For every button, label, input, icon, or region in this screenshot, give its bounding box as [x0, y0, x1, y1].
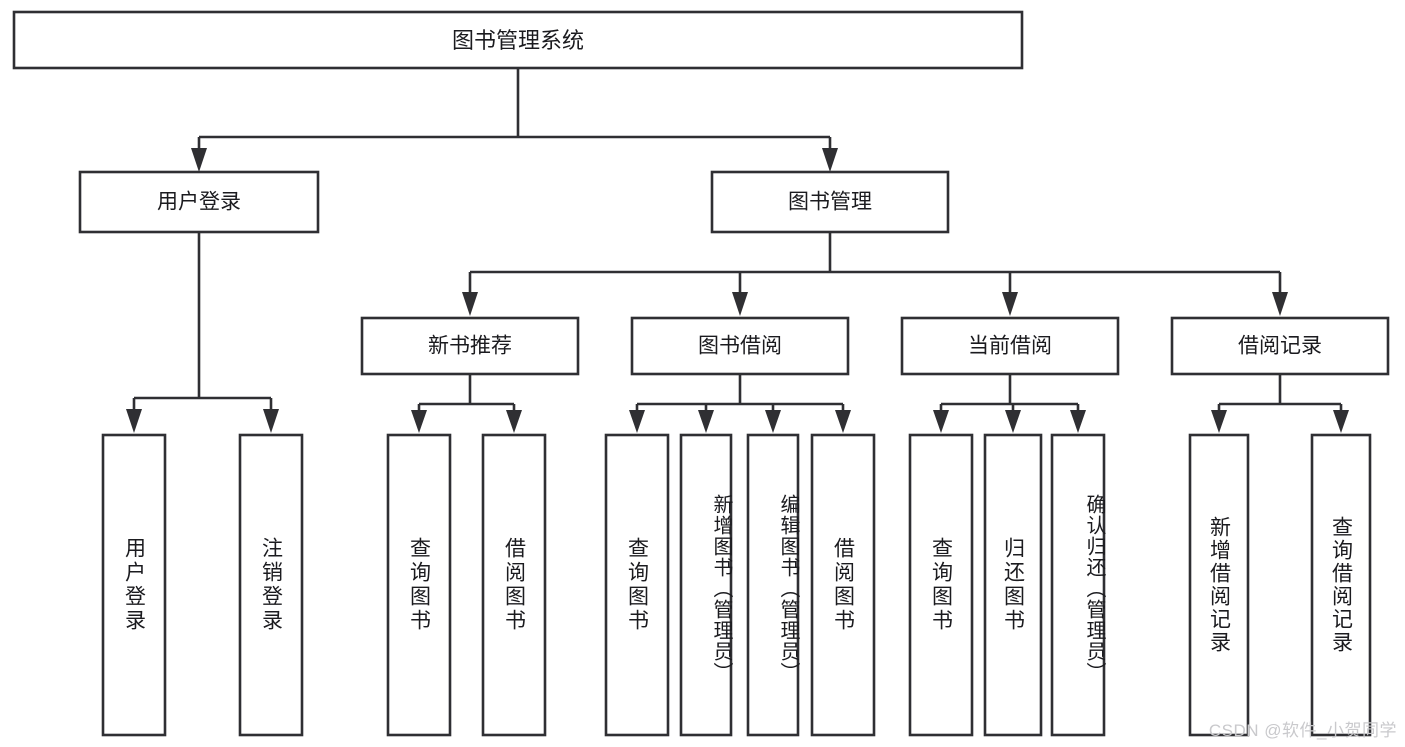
- csdn-watermark: CSDN @软件_小贺同学: [1208, 721, 1397, 740]
- arrow-leaf-borrow-book-1: [506, 410, 522, 433]
- leaf-box-confirm-return[interactable]: [1050, 433, 1106, 737]
- node-root-label: 图书管理系统: [452, 28, 584, 53]
- node-box-group: 图书管理系统 用户登录 图书管理 新书推荐 图书借阅 当前借阅 借阅记录: [12, 10, 1390, 376]
- arrow-leaf-edit-book: [765, 410, 781, 433]
- arrow-leaf-user-login: [126, 409, 142, 433]
- node-new-book-rec-label: 新书推荐: [428, 335, 512, 358]
- leaf-box-logout[interactable]: [238, 433, 304, 737]
- leaf-box-add-record[interactable]: [1188, 433, 1250, 737]
- arrow-leaf-return-book: [1005, 410, 1021, 433]
- leaf-box-add-book[interactable]: [679, 433, 733, 737]
- leaf-box-query-book-2[interactable]: [604, 433, 670, 737]
- node-root-box[interactable]: [12, 10, 1024, 70]
- node-current-borrow-label: 当前借阅: [968, 335, 1052, 358]
- connector-group: [126, 68, 1349, 433]
- leaf-box-user-login[interactable]: [101, 433, 167, 737]
- arrow-leaf-query-book-2: [629, 410, 645, 433]
- arrow-to-book-borrow: [732, 292, 748, 316]
- node-current-borrow-box[interactable]: [900, 316, 1120, 376]
- arrow-leaf-query-book-1: [411, 410, 427, 433]
- arrow-to-borrow-records: [1272, 292, 1288, 316]
- arrow-leaf-confirm-return: [1070, 410, 1086, 433]
- node-book-manage-box[interactable]: [710, 170, 950, 234]
- node-user-login-label: 用户登录: [157, 191, 241, 214]
- arrow-leaf-add-record: [1211, 410, 1227, 433]
- node-borrow-records-label: 借阅记录: [1238, 335, 1322, 358]
- leaf-box-query-book-3[interactable]: [908, 433, 974, 737]
- node-new-book-rec-box[interactable]: [360, 316, 580, 376]
- arrow-to-book-manage: [822, 148, 838, 172]
- arrow-to-user-login: [191, 148, 207, 172]
- arrow-leaf-query-book-3: [933, 410, 949, 433]
- arrow-to-new-book-rec: [462, 292, 478, 316]
- arrow-to-current-borrow: [1002, 292, 1018, 316]
- leaf-box-group: [101, 433, 1372, 737]
- leaf-box-edit-book[interactable]: [746, 433, 800, 737]
- leaf-box-query-record[interactable]: [1310, 433, 1372, 737]
- arrow-leaf-query-record: [1333, 410, 1349, 433]
- leaf-box-query-book-1[interactable]: [386, 433, 452, 737]
- node-book-borrow-box[interactable]: [630, 316, 850, 376]
- arrow-leaf-logout: [263, 409, 279, 433]
- node-book-borrow-label: 图书借阅: [698, 335, 782, 358]
- arrow-leaf-borrow-book-2: [835, 410, 851, 433]
- node-book-manage-label: 图书管理: [788, 191, 872, 214]
- node-borrow-records-box[interactable]: [1170, 316, 1390, 376]
- arrow-leaf-add-book: [698, 410, 714, 433]
- leaf-box-borrow-book-2[interactable]: [810, 433, 876, 737]
- node-user-login-box[interactable]: [78, 170, 320, 234]
- leaf-box-return-book[interactable]: [983, 433, 1043, 737]
- leaf-box-borrow-book-1[interactable]: [481, 433, 547, 737]
